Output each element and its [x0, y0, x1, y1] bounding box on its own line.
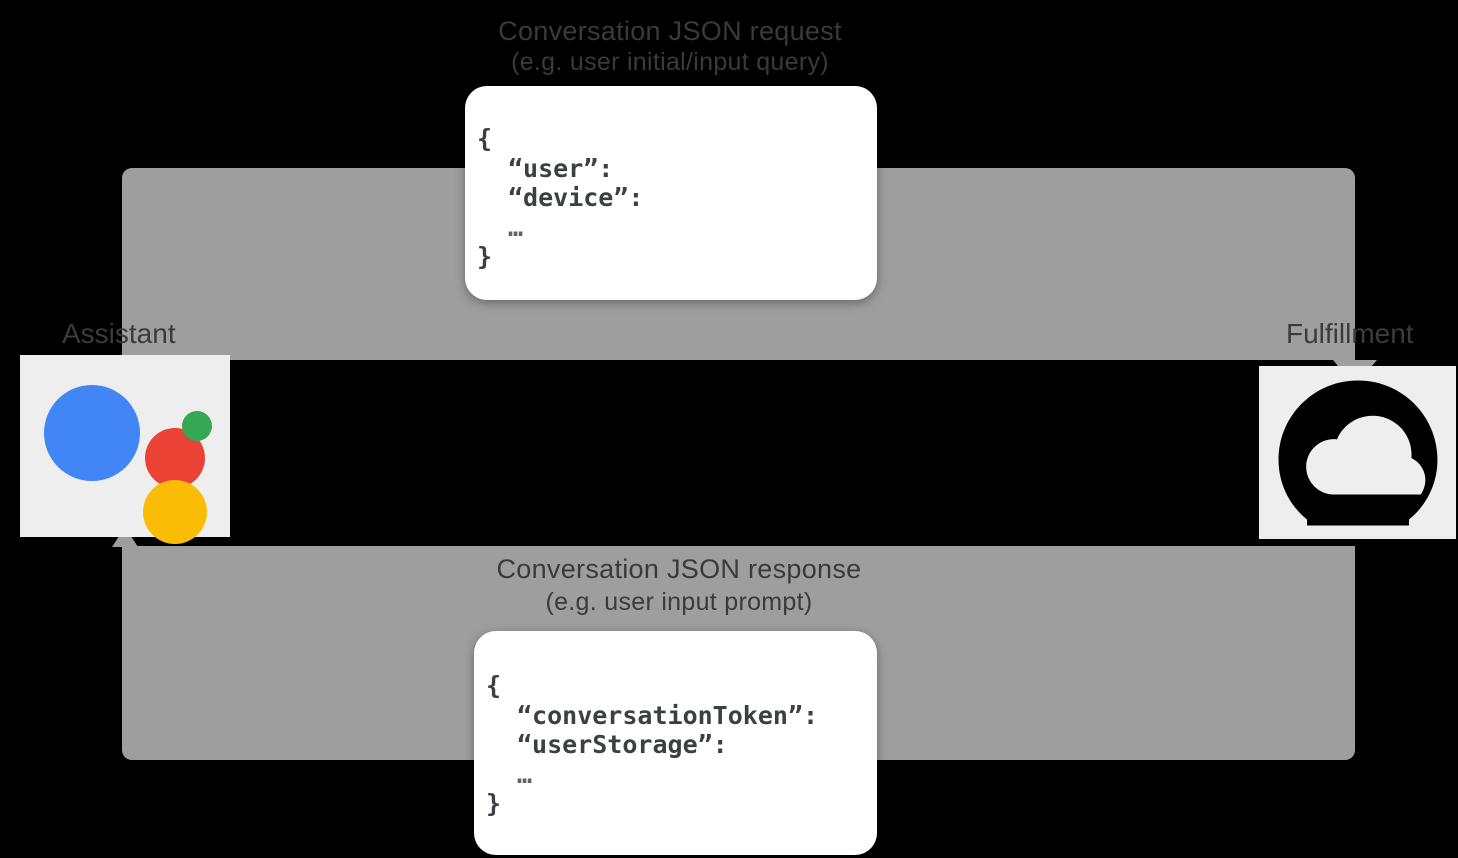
assistant-dot-green	[182, 411, 212, 441]
response-json-key-conversation-token: “conversationToken”:	[517, 700, 819, 730]
request-json-close-brace: }	[477, 242, 493, 271]
request-caption-title: Conversation JSON request	[498, 16, 842, 46]
fulfillment-node[interactable]	[1259, 366, 1456, 539]
google-assistant-icon	[42, 373, 212, 544]
request-json-key-user: “user”:	[508, 153, 614, 183]
response-json-ellipsis: …	[517, 759, 534, 789]
request-caption-subtitle: (e.g. user initial/input query)	[511, 48, 829, 76]
request-json-open-brace: {	[477, 124, 493, 153]
response-json-key-user-storage: “userStorage”:	[517, 730, 728, 759]
response-json-card: { “conversationToken”: “userStorage”: … …	[474, 631, 877, 855]
assistant-label: Assistant	[62, 318, 176, 349]
request-json-card: { “user”: “device”: … }	[465, 86, 877, 300]
response-caption-title: Conversation JSON response	[496, 554, 862, 584]
request-json-ellipsis: …	[508, 212, 525, 242]
assistant-node[interactable]	[20, 355, 230, 544]
fulfillment-label: Fulfillment	[1286, 318, 1414, 349]
response-json-close-brace: }	[486, 789, 502, 818]
google-cloud-icon	[1278, 379, 1437, 526]
assistant-dot-yellow	[143, 480, 207, 544]
request-json-key-device: “device”:	[508, 183, 644, 212]
response-caption-subtitle: (e.g. user input prompt)	[545, 588, 813, 616]
response-json-open-brace: {	[486, 671, 502, 700]
assistant-dot-blue	[44, 385, 140, 481]
